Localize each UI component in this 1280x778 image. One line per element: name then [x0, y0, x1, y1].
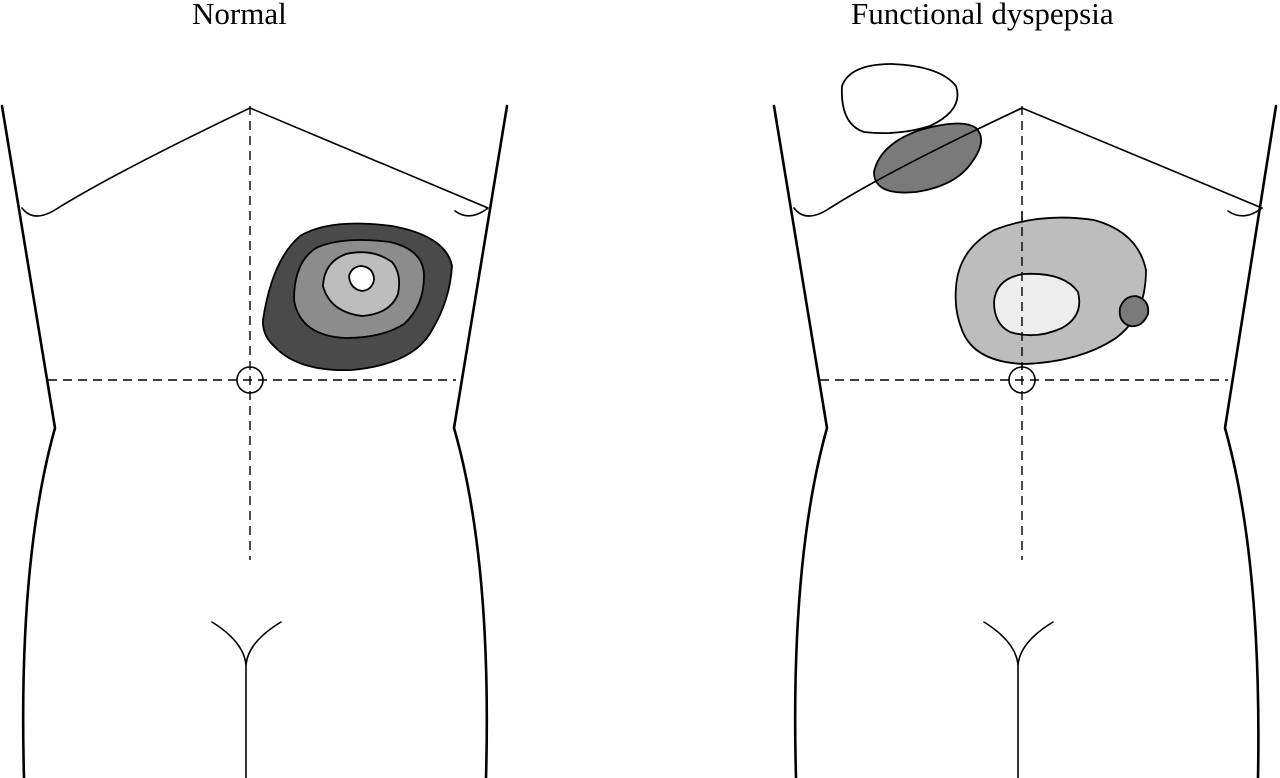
pain-map-functional-dyspepsia: [841, 63, 1150, 365]
rib-cage-outline-normal: [21, 107, 489, 217]
overlay-lines-fd: [829, 107, 1036, 394]
torso-right-side-fd: [1223, 104, 1278, 778]
pain-zone-core-normal: [348, 265, 375, 292]
torso-right-side-normal: [452, 104, 509, 778]
torso-normal: [0, 104, 509, 778]
torso-left-side-fd: [772, 104, 829, 778]
panel-title-functional-dyspepsia: Functional dyspepsia: [851, 0, 1114, 31]
pain-zone-core-fd: [993, 272, 1081, 337]
umbilicus-marker-fd: [1008, 366, 1036, 394]
panel-title-normal: Normal: [192, 0, 287, 31]
groin-line-normal: [211, 621, 282, 778]
pain-map-normal: [262, 222, 453, 372]
groin-line-fd: [983, 621, 1054, 778]
umbilicus-marker-normal: [236, 366, 264, 394]
torso-functional-dyspepsia: [772, 104, 1278, 778]
pain-zone-referred-white-fd: [841, 63, 959, 135]
torso-left-side-normal: [0, 104, 57, 778]
pain-zone-small-spot-fd: [1118, 295, 1150, 328]
rib-cage-overlay-fd: [829, 107, 1023, 209]
